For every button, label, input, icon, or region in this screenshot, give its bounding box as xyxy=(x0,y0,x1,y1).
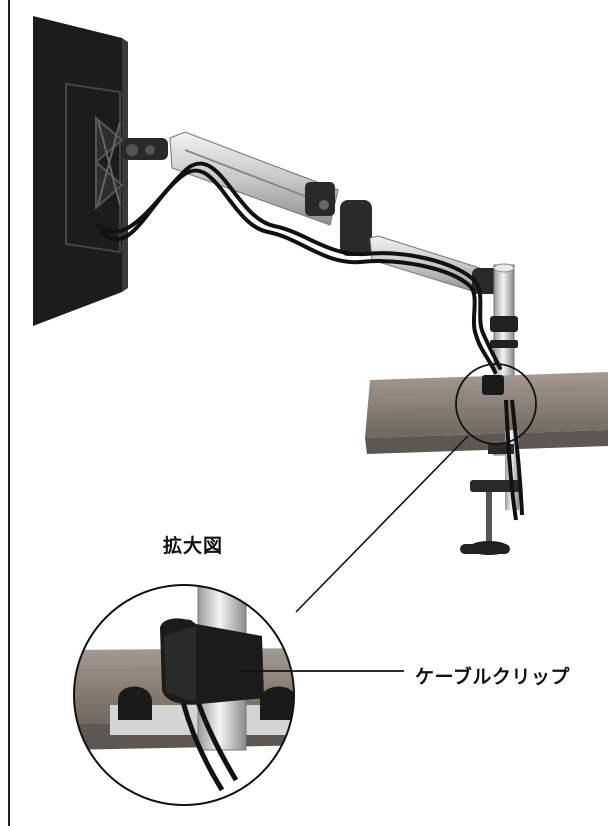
left-border-line xyxy=(8,0,10,826)
cable-clip-label: ケーブルクリップ xyxy=(415,666,570,688)
monitor xyxy=(33,16,128,326)
vesa-mount xyxy=(95,115,124,211)
monitor-joint xyxy=(122,138,168,160)
elbow-joint xyxy=(305,182,372,256)
zoom-view-label: 拡大図 xyxy=(163,535,224,557)
desk-clamp xyxy=(460,375,524,555)
highlight-circle xyxy=(455,363,537,445)
desk xyxy=(365,372,608,454)
zoom-detail-circle xyxy=(73,584,295,806)
cables xyxy=(96,161,502,374)
zoom-connector-line xyxy=(295,435,469,613)
